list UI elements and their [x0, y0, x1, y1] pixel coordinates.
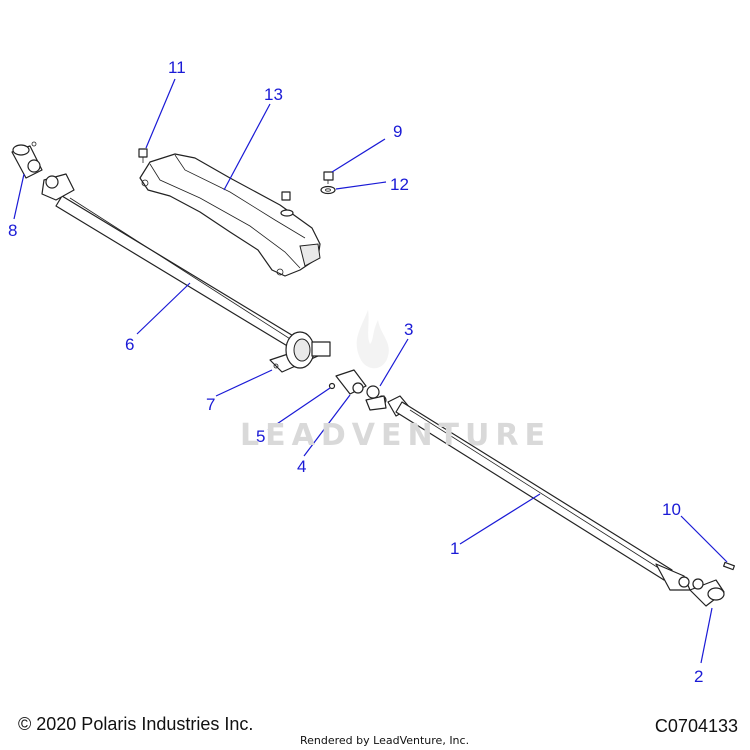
rear-yoke[interactable] [689, 578, 725, 607]
callout-11[interactable]: 11 [168, 58, 186, 77]
grease-fitting[interactable] [328, 382, 336, 390]
callout-10[interactable]: 10 [662, 500, 681, 519]
callout-7[interactable]: 7 [206, 395, 215, 414]
leader-1 [459, 493, 541, 545]
leader-12 [335, 181, 387, 190]
cover-bolt-middle[interactable] [280, 191, 294, 217]
leader-lines [13, 78, 728, 664]
leader-9 [331, 138, 386, 173]
leader-5 [267, 387, 331, 431]
rendered-by-text: Rendered by LeadVenture, Inc. [300, 734, 470, 747]
cover-bolt-left[interactable] [138, 148, 148, 163]
copyright-text: © 2020 Polaris Industries Inc. [18, 714, 254, 734]
washer-12[interactable] [320, 185, 336, 195]
callout-3[interactable]: 3 [404, 320, 413, 339]
roll-pin[interactable] [723, 561, 735, 571]
callout-1[interactable]: 1 [450, 539, 459, 558]
diagram-code: C0704133 [654, 716, 738, 736]
leader-3 [379, 338, 409, 387]
u-joint-cross[interactable] [365, 385, 387, 411]
leader-4 [303, 394, 351, 457]
bolt-9[interactable] [323, 171, 334, 184]
callout-9[interactable]: 9 [393, 122, 402, 141]
carrier-bearing[interactable] [269, 331, 331, 373]
callout-4[interactable]: 4 [297, 457, 306, 476]
front-propshaft[interactable] [41, 173, 301, 351]
watermark-text: LEADVENTURE [240, 418, 551, 453]
callout-13[interactable]: 13 [264, 85, 283, 104]
leader-2 [700, 607, 713, 664]
leader-8 [13, 173, 25, 220]
callout-8[interactable]: 8 [8, 221, 17, 240]
leader-6 [136, 282, 191, 335]
callout-6[interactable]: 6 [125, 335, 134, 354]
driveshaft-cover[interactable] [139, 153, 321, 277]
callout-2[interactable]: 2 [694, 667, 703, 686]
center-yoke[interactable] [335, 369, 367, 395]
callout-labels: 1 2 3 4 5 6 7 8 9 10 11 12 13 [8, 58, 703, 686]
front-slip-yoke[interactable] [11, 141, 43, 179]
leader-7 [215, 369, 273, 397]
watermark-logo [356, 310, 389, 369]
rear-propshaft[interactable] [387, 395, 691, 591]
leader-11 [145, 78, 176, 149]
callout-12[interactable]: 12 [390, 175, 409, 194]
leader-13 [223, 103, 271, 191]
leader-10 [680, 515, 728, 563]
callout-5[interactable]: 5 [256, 427, 265, 446]
